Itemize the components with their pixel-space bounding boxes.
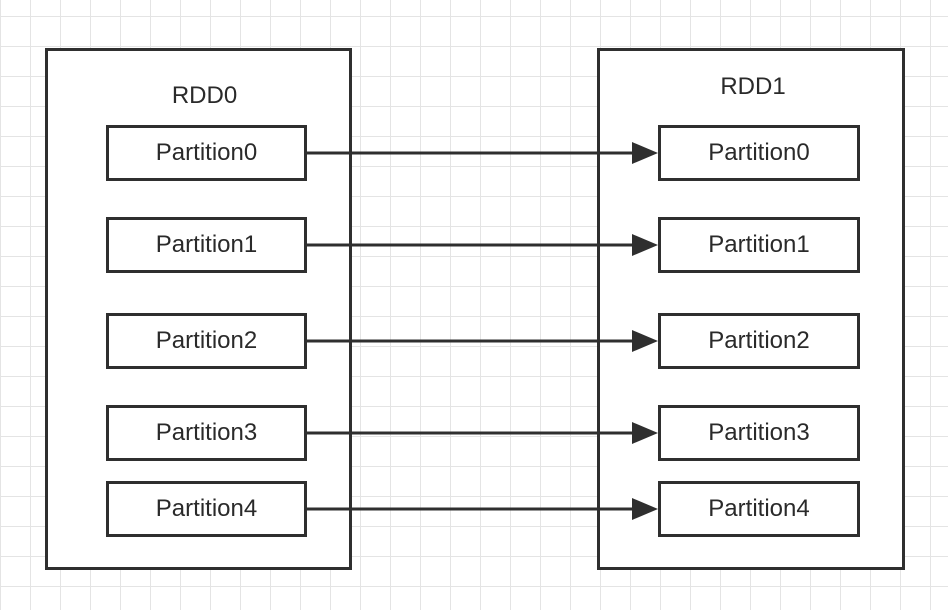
arrow-3: [307, 422, 658, 444]
arrow-4: [307, 498, 658, 520]
rdd0-partition-2: Partition2: [106, 313, 307, 369]
rdd1-partition-1: Partition1: [658, 217, 860, 273]
rdd0-title: RDD0: [171, 82, 238, 109]
rdd0-partition-1: Partition1: [106, 217, 307, 273]
rdd0-partition-0: Partition0: [106, 125, 307, 181]
rdd1-partition-0: Partition0: [658, 125, 860, 181]
rdd1-partition-2: Partition2: [658, 313, 860, 369]
rdd0-partition-4: Partition4: [106, 481, 307, 537]
arrow-1: [307, 234, 658, 256]
rdd0-partition-3: Partition3: [106, 405, 307, 461]
arrow-2: [307, 330, 658, 352]
rdd1-partition-4: Partition4: [658, 481, 860, 537]
rdd1-title: RDD1: [720, 73, 786, 100]
rdd1-partition-3: Partition3: [658, 405, 860, 461]
arrow-0: [307, 142, 658, 164]
